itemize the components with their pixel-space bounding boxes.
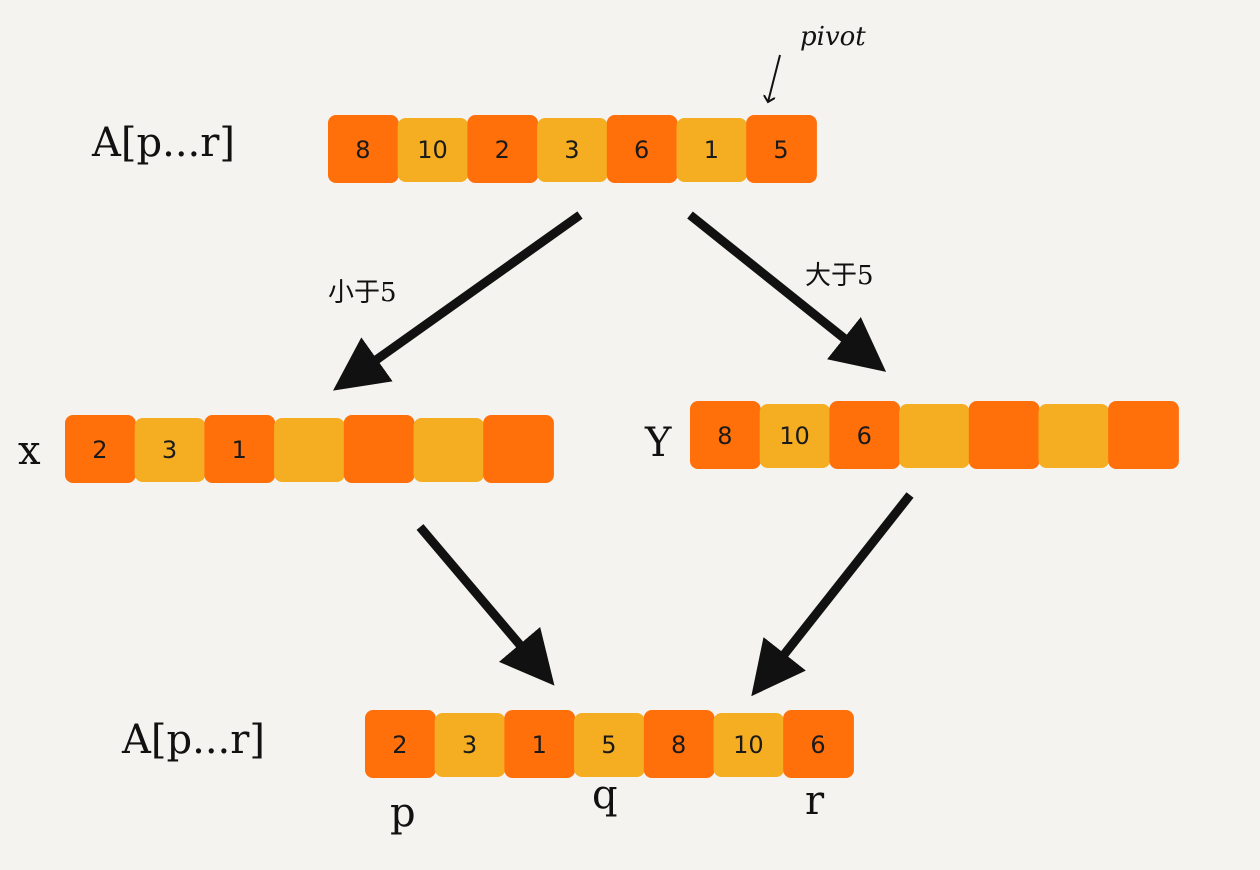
x-array: 2 3 1	[65, 415, 554, 483]
bottom-array-label: A[p...r]	[122, 717, 265, 763]
array-cell-value: 1	[532, 731, 547, 759]
array-cell	[899, 404, 970, 468]
array-cell	[783, 710, 854, 778]
array-cell	[504, 710, 576, 778]
array-cell-value: 2	[392, 731, 407, 759]
array-cell	[643, 710, 715, 778]
array-cell-value: 8	[717, 422, 732, 450]
arrow-to-y	[687, 211, 887, 372]
array-cell	[65, 415, 136, 483]
array-cell-value: 6	[857, 422, 872, 450]
array-cell	[274, 418, 345, 482]
array-cell	[676, 118, 748, 182]
arrow-to-x	[332, 211, 583, 391]
array-cell-value: 2	[495, 136, 510, 164]
array-cell	[413, 418, 485, 482]
array-cell-value: 6	[810, 731, 825, 759]
q-index-label: q	[592, 772, 618, 818]
array-cell	[713, 713, 785, 777]
array-cell	[968, 401, 1040, 469]
array-cell	[483, 415, 554, 483]
array-cell-value: 10	[733, 731, 764, 759]
array-cell	[746, 115, 817, 183]
array-cell-value: 1	[232, 436, 247, 464]
array-cell-value: 10	[417, 136, 448, 164]
array-cell-value: 8	[355, 136, 370, 164]
y-array-label: Y	[645, 420, 672, 466]
array-cell-value: 6	[634, 136, 649, 164]
array-cell-value: 5	[601, 731, 616, 759]
array-cell	[328, 115, 399, 183]
x-array-label: x	[18, 428, 41, 474]
array-cell	[690, 401, 761, 469]
array-cell	[759, 404, 831, 468]
array-cell-value: 8	[671, 731, 686, 759]
arrow-x-to-result	[416, 524, 555, 686]
r-index-label: r	[805, 778, 825, 824]
array-cell	[1108, 401, 1179, 469]
pivot-label: pivot	[800, 22, 866, 52]
array-cell	[134, 418, 206, 482]
array-cell-value: 5	[773, 136, 788, 164]
greater-than-label: 大于5	[805, 261, 874, 291]
p-index-label: p	[390, 790, 416, 836]
array-cell-value: 3	[564, 136, 579, 164]
bottom-array: 2 3 1 5 8 10 6	[365, 710, 854, 778]
array-cell-value: 2	[92, 436, 107, 464]
array-cell	[397, 118, 469, 182]
array-cell	[204, 415, 276, 483]
top-array: 8 10 2 3 6 1 5	[328, 115, 817, 183]
array-cell	[365, 710, 436, 778]
array-cell	[574, 713, 645, 777]
array-cell	[606, 115, 678, 183]
y-array: 8 10 6	[690, 401, 1179, 469]
array-cell	[829, 401, 901, 469]
array-cell-value: 3	[462, 731, 477, 759]
pivot-arrow	[768, 54, 781, 102]
top-array-label: A[p...r]	[92, 120, 235, 166]
array-cell	[1038, 404, 1110, 468]
array-cell	[343, 415, 415, 483]
array-cell	[467, 115, 539, 183]
array-cell	[434, 713, 506, 777]
array-cell-value: 10	[779, 422, 810, 450]
array-cell-value: 1	[704, 136, 719, 164]
array-cell	[537, 118, 608, 182]
array-cell-value: 3	[162, 436, 177, 464]
less-than-label: 小于5	[328, 278, 397, 308]
arrow-y-to-result	[751, 492, 914, 697]
